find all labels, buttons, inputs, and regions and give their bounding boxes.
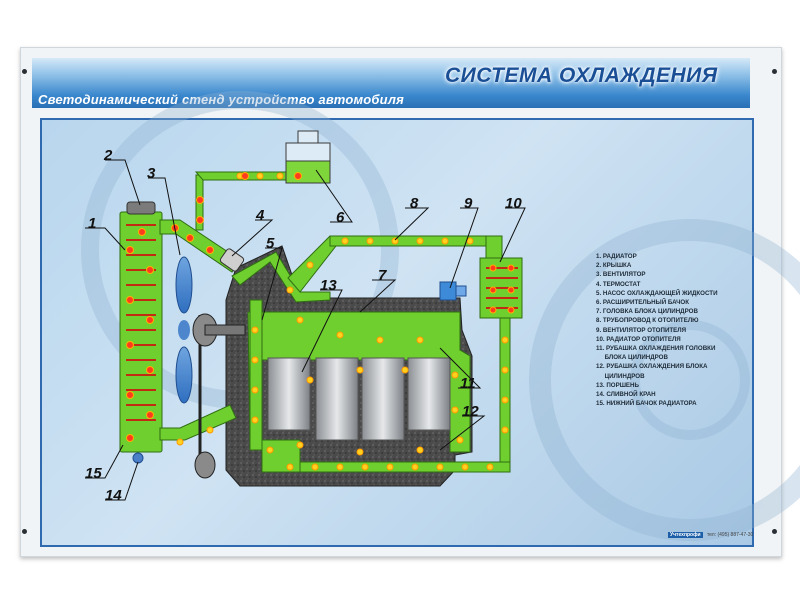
thermostat-icon <box>219 248 245 272</box>
screw-icon <box>22 69 27 74</box>
led-indicators <box>176 172 509 471</box>
legend-item: 15. НИЖНИЙ БАЧОК РАДИАТОРА <box>596 400 697 408</box>
poster-subtitle: Светодинамический стенд устройство автом… <box>38 92 404 107</box>
legend-item: 2. КРЫШКА <box>596 262 632 270</box>
publisher-phone: тел: (495) 887-47-30 <box>706 532 754 538</box>
callout-12: 12 <box>462 403 479 420</box>
legend-item: 3. ВЕНТИЛЯТОР <box>596 271 646 279</box>
publisher-logo: Учтехпрофи <box>668 532 703 538</box>
callout-6: 6 <box>336 209 345 226</box>
callout-9: 9 <box>464 195 473 212</box>
callout-numbers: 2 3 1 4 5 6 7 8 9 10 11 12 13 14 15 <box>85 147 522 504</box>
publisher-footer: Учтехпрофи тел: (495) 887-47-30 <box>668 532 753 538</box>
poster-title: СИСТЕМА ОХЛАЖДЕНИЯ <box>445 64 718 87</box>
pulley-belt <box>192 313 246 479</box>
legend-item: 1. РАДИАТОР <box>596 253 637 260</box>
legend-item: 14. СЛИВНОЙ КРАН <box>596 391 656 399</box>
callout-14: 14 <box>105 487 122 504</box>
callout-4: 4 <box>255 207 265 224</box>
legend-item: 8. ТРУБОПРОВОД К ОТОПИТЕЛЮ <box>596 317 699 325</box>
callout-5: 5 <box>266 235 275 252</box>
legend-item: 7. ГОЛОВКА БЛОКА ЦИЛИНДРОВ <box>596 308 698 316</box>
legend-item: 12. РУБАШКА ОХЛАЖДЕНИЯ БЛОКА <box>596 363 708 371</box>
legend-item: 6. РАСШИРИТЕЛЬНЫЙ БАЧОК <box>596 299 690 307</box>
callout-10: 10 <box>505 195 522 212</box>
legend-item: БЛОКА ЦИЛИНДРОВ <box>596 354 668 362</box>
callout-3: 3 <box>147 165 156 182</box>
callout-1: 1 <box>88 215 96 232</box>
legend-item: 9. ВЕНТИЛЯТОР ОТОПИТЕЛЯ <box>596 326 687 334</box>
callout-13: 13 <box>320 277 337 294</box>
legend-item: 11. РУБАШКА ОХЛАЖДЕНИЯ ГОЛОВКИ <box>596 345 716 353</box>
pistons <box>267 357 451 441</box>
callout-lines <box>85 159 526 501</box>
callout-8: 8 <box>410 195 419 212</box>
legend-item: ЦИЛИНДРОВ <box>596 372 645 380</box>
legend-item: 4. ТЕРМОСТАТ <box>596 280 641 288</box>
drain-tap-icon <box>132 452 144 464</box>
callout-2: 2 <box>103 147 113 164</box>
header-band <box>32 58 750 108</box>
legend-item: 13. ПОРШЕНЬ <box>596 381 639 389</box>
heater-fan-icon <box>439 281 467 301</box>
legend-item: 10. РАДИАТОР ОТОПИТЕЛЯ <box>596 335 681 343</box>
callout-15: 15 <box>85 465 102 482</box>
callout-7: 7 <box>378 267 387 284</box>
screw-icon <box>22 529 27 534</box>
legend-list: 1. РАДИАТОР 2. КРЫШКА 3. ВЕНТИЛЯТОР 4. Т… <box>596 252 718 408</box>
radiator-fan-icon <box>175 256 193 404</box>
callout-11: 11 <box>460 375 476 392</box>
screw-icon <box>772 529 777 534</box>
screw-icon <box>772 69 777 74</box>
legend-item: 5. НАСОС ОХЛАЖДАЮЩЕЙ ЖИДКОСТИ <box>596 289 718 297</box>
